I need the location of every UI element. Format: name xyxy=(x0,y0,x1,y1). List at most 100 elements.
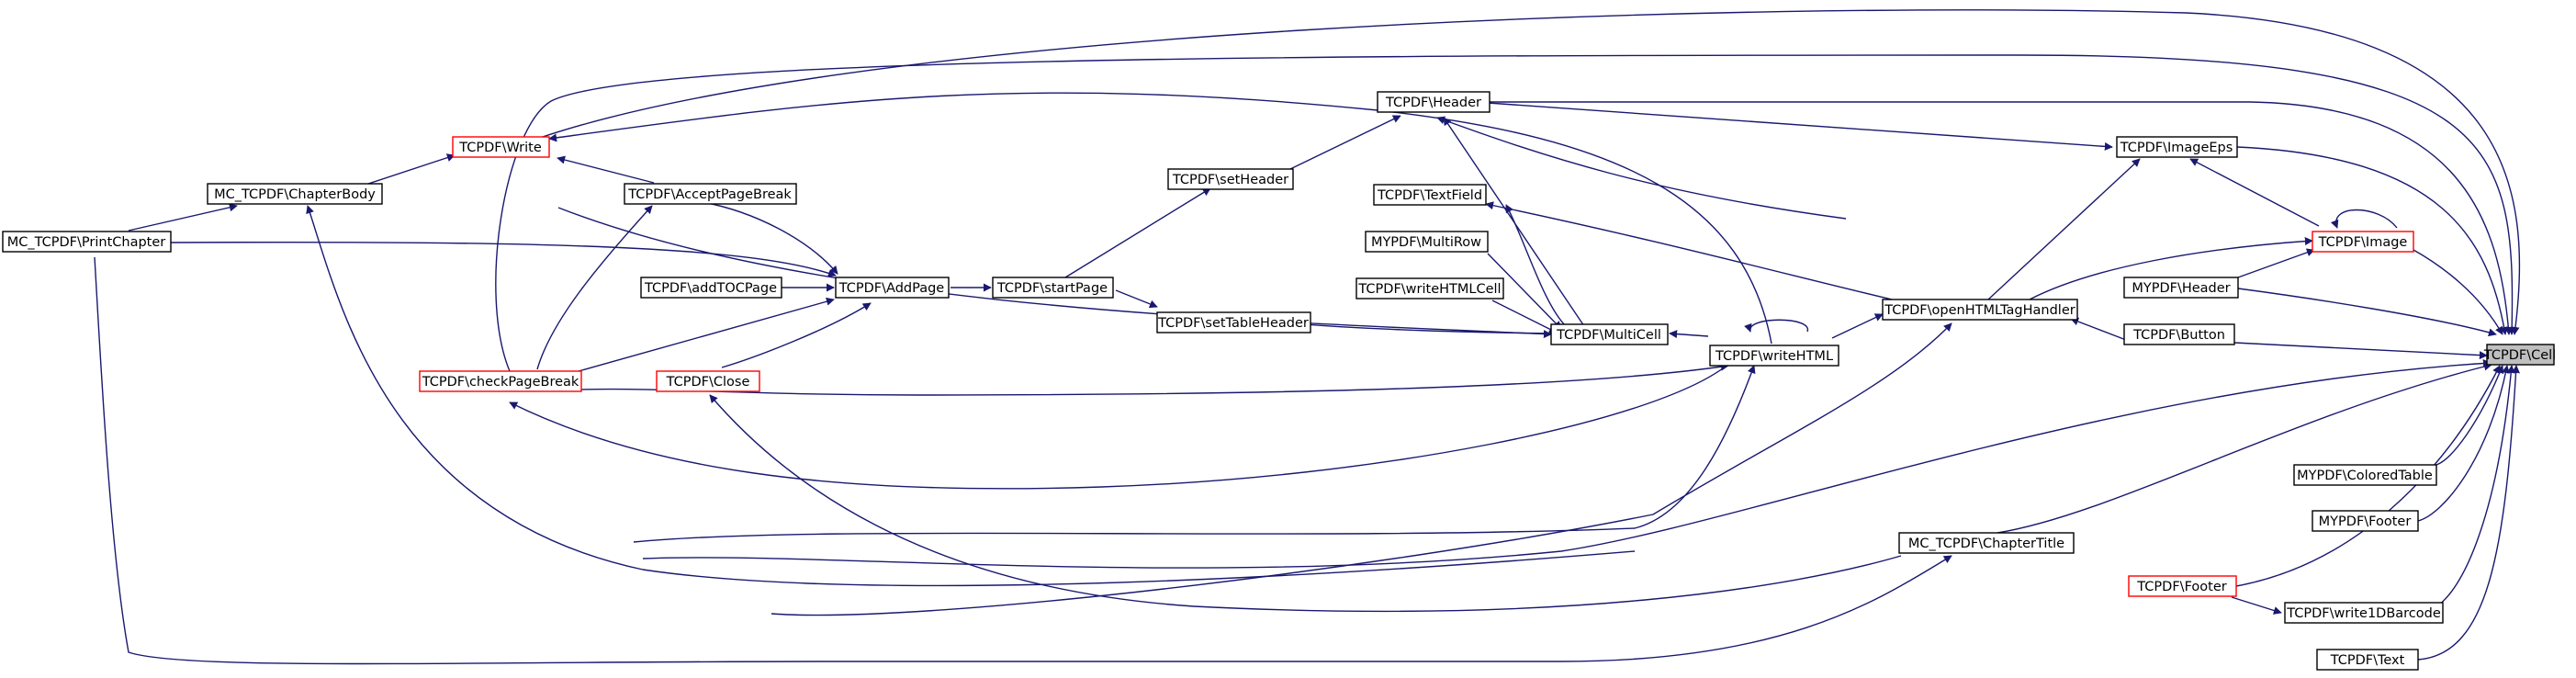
edge-openhtmltaghandler-to-textfield xyxy=(1485,201,1893,300)
edge-image-to-cell xyxy=(2413,249,2503,335)
edge-acceptpagebreak-to-write xyxy=(557,155,655,184)
node-label: TCPDF\Image xyxy=(2318,235,2408,250)
node-tcpdf-image[interactable]: TCPDF\Image xyxy=(2312,231,2414,253)
edge-writehtml-to-checkpagebreak xyxy=(509,365,1727,490)
edge-printchapter-to-chapterbody xyxy=(128,203,238,232)
node-label: TCPDF\MultiCell xyxy=(1556,328,1661,343)
edge-writehtmlcell-to-multicell xyxy=(1491,299,1558,333)
edge-image-to-header xyxy=(1436,116,1847,220)
node-tcpdf-multicell[interactable]: TCPDF\MultiCell xyxy=(1550,323,1669,345)
node-label: TCPDF\Footer xyxy=(2136,580,2226,594)
node-label: TCPDF\write1DBarcode xyxy=(2286,606,2441,621)
node-label: TCPDF\writeHTML xyxy=(1715,349,1833,364)
edge-image-to-imageeps-header xyxy=(1487,102,2113,151)
edge-button-to-cell xyxy=(2233,342,2488,360)
edge-imageeps-to-cell xyxy=(2236,146,2509,335)
node-tcpdf-textfield[interactable]: TCPDF\TextField xyxy=(1373,184,1487,206)
node-label: TCPDF\Cell xyxy=(2483,348,2556,363)
edge-writehtml-self-loop xyxy=(1744,319,1808,333)
node-label: TCPDF\AddPage xyxy=(838,281,945,296)
node-tcpdf-write1dbarcode[interactable]: TCPDF\write1DBarcode xyxy=(2284,602,2444,624)
node-label: TCPDF\startPage xyxy=(996,281,1108,296)
edges xyxy=(94,9,2521,665)
edge-checkpagebreak-from-writehtml-lower xyxy=(633,365,1756,543)
node-label: TCPDF\setHeader xyxy=(1172,173,1288,187)
edge-chaptertitle-to-cell xyxy=(1997,362,2492,534)
edge-chapterbody-to-close xyxy=(306,205,1636,587)
node-tcpdf-cell[interactable]: TCPDF\Cell xyxy=(2483,344,2556,366)
node-label: TCPDF\openHTMLTagHandler xyxy=(1884,303,2075,318)
node-label: TCPDF\checkPageBreak xyxy=(422,375,579,390)
node-tcpdf-acceptpagebreak[interactable]: TCPDF\AcceptPageBreak xyxy=(624,183,797,205)
node-tcpdf-footer[interactable]: TCPDF\Footer xyxy=(2128,575,2237,597)
node-label: TCPDF\addTOCPage xyxy=(644,281,777,296)
node-tcpdf-header[interactable]: TCPDF\Header xyxy=(1377,91,1490,113)
node-tcpdf-setheader[interactable]: TCPDF\setHeader xyxy=(1167,168,1294,190)
node-label: MYPDF\Footer xyxy=(2319,514,2412,529)
node-label: TCPDF\ImageEps xyxy=(2120,141,2233,155)
edge-multicell-to-settableheader xyxy=(1280,319,1553,334)
edge-close-to-chaptertitle xyxy=(709,394,1902,613)
node-tcpdf-write[interactable]: TCPDF\Write xyxy=(452,136,550,158)
node-tcpdf-imageeps[interactable]: TCPDF\ImageEps xyxy=(2116,136,2238,158)
edge-mypdf-footer-to-cell xyxy=(2417,365,2510,522)
node-mypdf-coloredtable[interactable]: MYPDF\ColoredTable xyxy=(2293,464,2437,486)
node-label: TCPDF\setTableHeader xyxy=(1157,316,1309,331)
edge-startpage-to-settableheader xyxy=(1115,289,1158,309)
node-mc-tcpdf-chapterbody[interactable]: MC_TCPDF\ChapterBody xyxy=(207,183,383,205)
edge-checkpagebreak-to-multicell xyxy=(557,207,1552,339)
edge-openhtmltaghandler-to-image xyxy=(2029,237,2313,300)
edge-mypdf-header-to-cell xyxy=(2237,288,2497,337)
edge-writehtml-to-openhtmltaghandler xyxy=(1831,313,1884,339)
edge-chaptertitle-to-openhtmltaghandler xyxy=(771,322,1952,616)
node-label: MC_TCPDF\PrintChapter xyxy=(7,235,166,250)
edge-checkpagebreak-to-acceptpagebreak xyxy=(536,205,653,370)
edge-writehtml-to-multicell xyxy=(1669,330,1709,339)
edge-text-to-cell xyxy=(2417,365,2521,661)
node-mypdf-header[interactable]: MYPDF\Header xyxy=(2123,277,2239,299)
node-label: TCPDF\TextField xyxy=(1377,188,1482,203)
node-label: TCPDF\Button xyxy=(2132,328,2225,343)
node-mc-tcpdf-chaptertitle[interactable]: MC_TCPDF\ChapterTitle xyxy=(1898,532,2075,554)
edge-writehtml-to-cell xyxy=(642,359,2492,569)
node-mypdf-multirow[interactable]: MYPDF\MultiRow xyxy=(1365,231,1489,253)
node-label: MC_TCPDF\ChapterTitle xyxy=(1908,537,2064,551)
node-tcpdf-checkpagebreak[interactable]: TCPDF\checkPageBreak xyxy=(419,370,582,392)
edge-writehtml-to-write xyxy=(548,92,1772,345)
edge-multicell-to-textfield xyxy=(1505,204,1567,327)
edge-coloredtable-to-cell xyxy=(2435,365,2504,466)
node-mypdf-footer[interactable]: MYPDF\Footer xyxy=(2312,510,2419,532)
edge-button-to-openhtmltaghandler xyxy=(2070,317,2127,341)
nodes: TCPDF\Cell TCPDF\Write TCPDF\Header TCPD… xyxy=(2,91,2556,671)
edge-write-to-cell xyxy=(516,9,2521,335)
edge-checkpagebreak-to-writehtml xyxy=(514,362,1729,396)
node-label: MC_TCPDF\ChapterBody xyxy=(214,187,376,202)
edge-printchapter-to-chaptertitle xyxy=(94,256,1952,665)
node-label: TCPDF\Header xyxy=(1385,96,1481,110)
node-tcpdf-startpage[interactable]: TCPDF\startPage xyxy=(992,277,1114,299)
node-label: TCPDF\writeHTMLCell xyxy=(1357,282,1501,297)
node-tcpdf-close[interactable]: TCPDF\Close xyxy=(656,370,760,392)
edge-header-to-cell xyxy=(1490,101,2513,335)
edge-image-self-loop xyxy=(2330,209,2398,229)
edge-tcpdf-footer-to-write1dbarcode xyxy=(2231,596,2282,615)
edge-tcpdf-footer-to-cell xyxy=(2235,365,2501,587)
node-tcpdf-text[interactable]: TCPDF\Text xyxy=(2316,649,2419,671)
node-tcpdf-openhtmltaghandler[interactable]: TCPDF\openHTMLTagHandler xyxy=(1882,299,2078,321)
node-mc-tcpdf-printchapter[interactable]: MC_TCPDF\PrintChapter xyxy=(2,231,172,253)
edge-checkpagebreak-to-addpage xyxy=(578,297,835,372)
edge-acceptpagebreak-to-addpage xyxy=(702,201,838,275)
node-tcpdf-settableheader[interactable]: TCPDF\setTableHeader xyxy=(1156,311,1311,333)
node-tcpdf-writehtml[interactable]: TCPDF\writeHTML xyxy=(1709,345,1839,367)
edge-close-to-addpage xyxy=(721,302,872,368)
node-tcpdf-button[interactable]: TCPDF\Button xyxy=(2123,323,2235,345)
edge-setheader-to-header xyxy=(1289,115,1401,170)
node-tcpdf-addtocpage[interactable]: TCPDF\addTOCPage xyxy=(640,277,782,299)
node-tcpdf-writehtmlcell[interactable]: TCPDF\writeHTMLCell xyxy=(1355,277,1504,299)
node-tcpdf-addpage[interactable]: TCPDF\AddPage xyxy=(835,277,950,299)
node-label: MYPDF\ColoredTable xyxy=(2297,469,2433,483)
edge-multirow-to-multicell xyxy=(1487,253,1562,330)
node-label: TCPDF\Close xyxy=(666,375,750,390)
node-label: TCPDF\Write xyxy=(458,141,542,155)
